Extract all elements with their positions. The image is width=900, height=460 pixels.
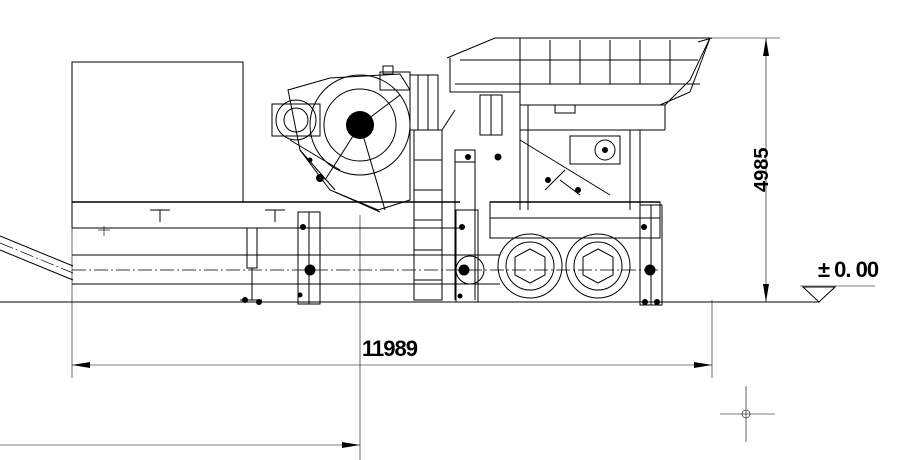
- chassis-centerline: [72, 254, 660, 285]
- tandem-axle-wheels: [497, 233, 631, 299]
- overall-length-label: 11989: [362, 336, 418, 361]
- crusher-rotor-housing: [271, 65, 411, 213]
- vertical-feeder-column: [409, 74, 456, 301]
- discharge-conveyor: [0, 235, 74, 281]
- rear-frame: [454, 105, 661, 300]
- main-chassis-beam: [71, 201, 460, 236]
- drive-gearbox: [519, 135, 621, 196]
- ground-level-marker: ± 0. 00: [800, 257, 880, 303]
- left-support-leg: [240, 227, 262, 305]
- overall-length-dimension: 11989: [71, 228, 713, 378]
- middle-support-leg: [455, 209, 485, 303]
- control-cabinet: [71, 61, 244, 203]
- lower-reference-arrow: [0, 442, 360, 448]
- vibrating-screen-hopper: [446, 37, 713, 161]
- rear-support-leg: [639, 204, 663, 306]
- front-support-leg: [297, 211, 321, 305]
- crosshair-marker: [720, 386, 775, 442]
- overall-height-label: 4985: [751, 148, 773, 193]
- ground-level-label: ± 0. 00: [818, 257, 879, 282]
- overall-height-dimension: 4985: [700, 37, 780, 303]
